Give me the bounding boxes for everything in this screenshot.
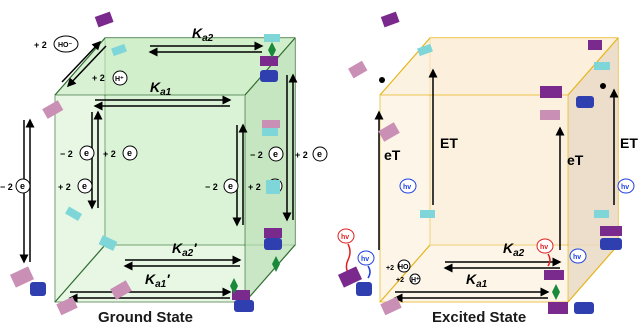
ho-reagent: HO⁻: [58, 42, 73, 49]
h-reagent-right: H⁺: [411, 277, 420, 284]
svg-text:− 2: − 2: [250, 150, 263, 160]
svg-text:− 2: − 2: [0, 182, 13, 192]
svg-text:e: e: [20, 181, 25, 191]
svg-text:e: e: [82, 181, 87, 191]
svg-text:e: e: [317, 149, 322, 159]
molecule-motifs-left: [9, 11, 282, 316]
ka2-prime-label: Ka2′: [172, 240, 197, 259]
plus2-ho-right: +2: [386, 265, 394, 272]
svg-text:+ 2: + 2: [58, 182, 71, 192]
svg-text:hv: hv: [573, 254, 581, 261]
svg-text:− 2: − 2: [60, 149, 73, 159]
ET-label-right: ET: [620, 135, 638, 151]
ground-state-cube: Ka2 Ka1 Ka2′ Ka1′ + 2 HO⁻ + 2 H⁺ − 2 e +…: [0, 11, 328, 326]
svg-text:e: e: [127, 148, 132, 158]
svg-text:hv: hv: [361, 256, 369, 263]
et-label-left: eT: [384, 147, 401, 163]
svg-text:hv: hv: [621, 184, 629, 191]
svg-text:e: e: [84, 148, 89, 158]
svg-text:e: e: [228, 181, 233, 191]
svg-text:hv: hv: [341, 234, 349, 241]
ka1-prime-label: Ka1′: [145, 271, 170, 290]
plus2-h-right: +2: [396, 277, 404, 284]
molecule-motifs-right: [337, 11, 622, 316]
ground-state-title: Ground State: [98, 309, 193, 326]
excited-state-cube: eT ET eT ET Ka2 Ka1 hv hv hv hv hv hv +2…: [337, 11, 638, 326]
svg-text:+ 2: + 2: [295, 150, 308, 160]
plus2-ho-prefix: + 2: [34, 40, 47, 50]
ka1-label-right: Ka1: [466, 271, 488, 290]
ET-label-left: ET: [440, 135, 458, 151]
ho-reagent-right: HO: [398, 264, 409, 271]
ka2-label-right: Ka2: [503, 240, 525, 259]
plus2-h-prefix: + 2: [92, 73, 105, 83]
ka2-label: Ka2: [192, 25, 214, 44]
svg-text:+ 2: + 2: [248, 182, 261, 192]
excited-state-title: Excited State: [432, 309, 526, 326]
svg-text:− 2: − 2: [205, 182, 218, 192]
cube-right-face: [245, 38, 295, 302]
h-reagent: H⁺: [115, 76, 124, 83]
ka1-label: Ka1: [150, 79, 172, 98]
photon-badges: hv hv hv hv hv hv: [337, 178, 635, 279]
svg-text:hv: hv: [403, 184, 411, 191]
svg-text:e: e: [273, 149, 278, 159]
et-label-right: eT: [567, 152, 584, 168]
svg-text:+ 2: + 2: [103, 149, 116, 159]
svg-text:hv: hv: [540, 244, 548, 251]
